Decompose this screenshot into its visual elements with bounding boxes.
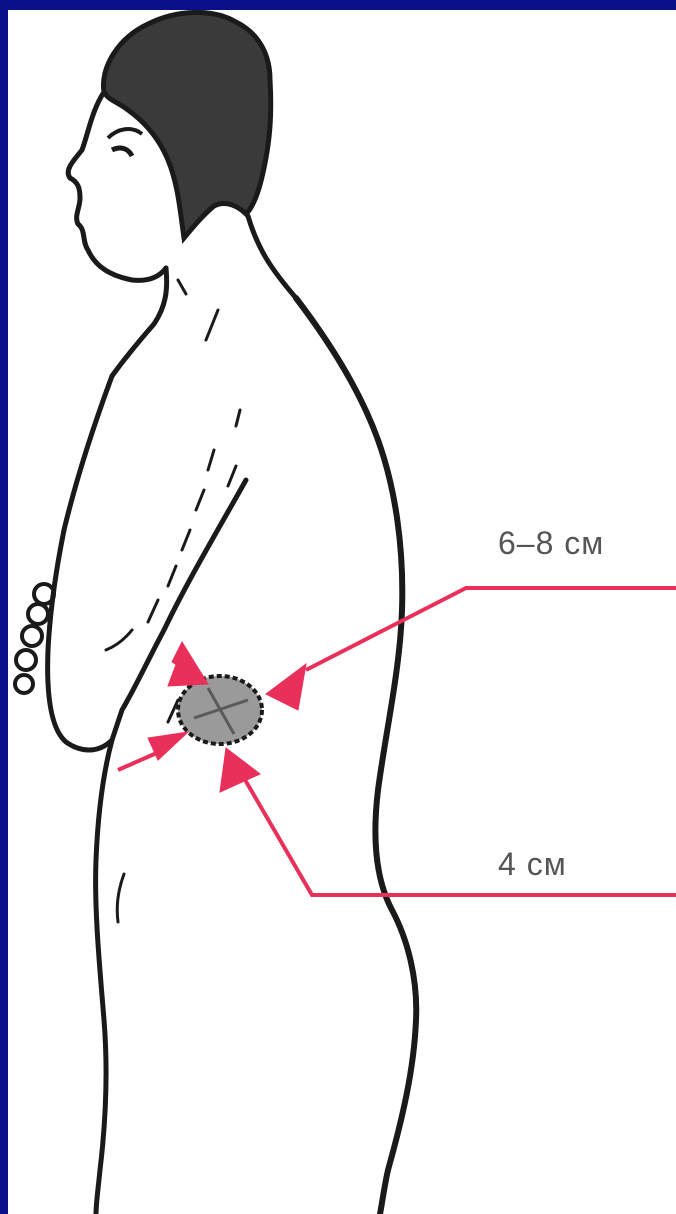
arrow-right — [266, 664, 306, 710]
body-profile-drawing — [8, 10, 676, 1214]
neck-back — [248, 216, 296, 298]
leader-line-width — [244, 778, 676, 895]
arrow-bottom-left-line — [118, 748, 168, 770]
dimension-length-label: 6–8 см — [498, 525, 604, 562]
chest-front — [48, 376, 112, 750]
leader-line-length — [306, 588, 676, 670]
shading-hatches — [106, 280, 240, 922]
illustration-panel: 6–8 см 4 см — [8, 10, 676, 1214]
arrow-top-left — [168, 642, 208, 686]
neck-front — [112, 268, 167, 376]
hair — [103, 12, 270, 238]
abdomen-front — [96, 740, 112, 1214]
dimension-width-label: 4 см — [498, 846, 567, 883]
eyebrow — [108, 129, 142, 138]
arrow-bottom — [220, 748, 260, 792]
eye — [112, 148, 132, 156]
back-line — [296, 298, 416, 1214]
